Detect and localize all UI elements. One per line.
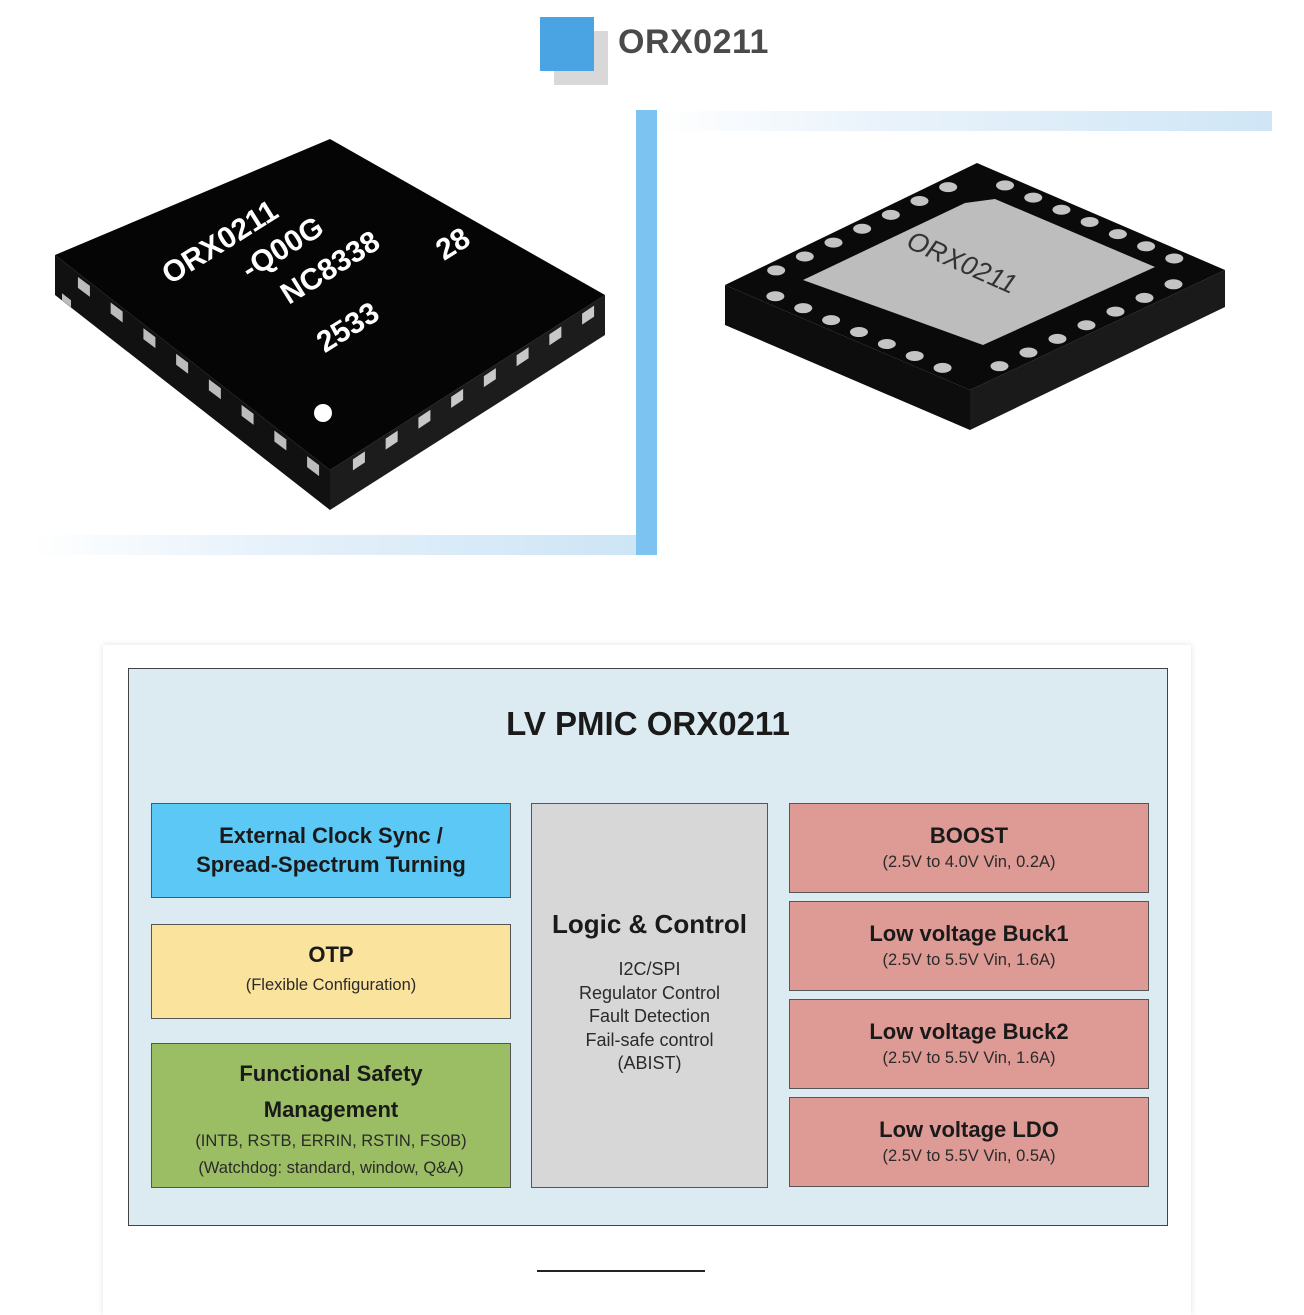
- page-header: ORX0211: [540, 17, 800, 87]
- frame-divider-vertical: [636, 110, 657, 555]
- chip-pad: [1137, 241, 1156, 252]
- chip-pin: [385, 430, 398, 450]
- diagram-title: LV PMIC ORX0211: [506, 705, 790, 742]
- chip-pad: [1077, 320, 1096, 331]
- otp-sub: (Flexible Configuration): [245, 976, 417, 994]
- block-diagram: LV PMIC ORX0211 External Clock Sync / Sp…: [128, 668, 1168, 1226]
- buck2-sub: (2.5V to 5.5V Vin, 1.6A): [882, 1049, 1056, 1067]
- chip-pad: [881, 209, 900, 220]
- frame-bar-top: [657, 111, 1272, 131]
- block-functional-safety: Functional Safety Management (INTB, RSTB…: [151, 1043, 511, 1188]
- chip-pad: [990, 361, 1009, 372]
- chip-pad: [1048, 333, 1067, 344]
- logic-item: Fail-safe control: [585, 1029, 714, 1050]
- chip-pad: [877, 338, 896, 349]
- chip-pin: [418, 409, 431, 429]
- divider-line: [537, 1270, 705, 1272]
- chip-pad: [822, 315, 841, 326]
- logic-title: Logic & Control: [552, 909, 747, 939]
- safety-line1: Functional Safety: [239, 1061, 423, 1086]
- chip-pin: [110, 302, 123, 323]
- chip-pin: [208, 379, 221, 400]
- chip-pin: [274, 430, 287, 451]
- ldo-title: Low voltage LDO: [879, 1117, 1059, 1142]
- boost-sub: (2.5V to 4.0V Vin, 0.2A): [882, 853, 1056, 871]
- block-logic-control: Logic & Control I2C/SPI Regulator Contro…: [531, 803, 768, 1188]
- block-otp: OTP (Flexible Configuration): [151, 924, 511, 1019]
- block-clock-sync: External Clock Sync / Spread-Spectrum Tu…: [151, 803, 511, 898]
- clock-line1: External Clock Sync /: [219, 823, 443, 848]
- chip-pad: [1108, 229, 1127, 240]
- chip-pad: [1164, 279, 1183, 290]
- logic-item: Fault Detection: [588, 1006, 711, 1026]
- chip-pin: [143, 328, 156, 349]
- boost-title: BOOST: [929, 823, 1009, 848]
- safety-sub1: (INTB, RSTB, ERRIN, RSTIN, FS0B): [195, 1132, 467, 1150]
- block-buck1: Low voltage Buck1 (2.5V to 5.5V Vin, 1.6…: [789, 901, 1149, 991]
- chip-pin: [582, 305, 595, 325]
- chip-pin: [549, 326, 562, 346]
- logic-item: I2C/SPI: [618, 959, 681, 979]
- chip-pin: [352, 451, 365, 471]
- chip-pin: [176, 353, 189, 374]
- pin1-dot: [314, 404, 332, 422]
- buck1-title: Low voltage Buck1: [869, 921, 1069, 946]
- chip-pad: [766, 291, 785, 302]
- chip-pad: [849, 327, 868, 338]
- chip-pin: [307, 456, 320, 477]
- block-buck2: Low voltage Buck2 (2.5V to 5.5V Vin, 1.6…: [789, 999, 1149, 1089]
- chip-pad: [795, 251, 814, 262]
- logic-item: Regulator Control: [578, 982, 721, 1003]
- clock-line2: Spread-Spectrum Turning: [196, 852, 466, 877]
- chip-pad: [794, 303, 813, 314]
- chip-pad: [1165, 253, 1184, 264]
- block-ldo: Low voltage LDO (2.5V to 5.5V Vin, 0.5A): [789, 1097, 1149, 1187]
- chip-pad: [1024, 192, 1043, 203]
- buck1-sub: (2.5V to 5.5V Vin, 1.6A): [882, 951, 1056, 969]
- chip-pin: [241, 404, 254, 425]
- chip-pad: [1080, 216, 1099, 227]
- chip-pin: [483, 368, 496, 388]
- chip-top-photo: ORX0211 -Q00G NC8338 2533 28: [55, 139, 605, 510]
- page-title: ORX0211: [618, 23, 769, 61]
- chip-pad: [933, 362, 952, 373]
- chip-pad: [1106, 306, 1125, 317]
- chip-pad: [996, 180, 1015, 191]
- chip-pin: [451, 388, 464, 408]
- chip-bottom-photo: ORX0211: [725, 163, 1225, 430]
- buck2-title: Low voltage Buck2: [869, 1019, 1069, 1044]
- chip-pad: [905, 350, 924, 361]
- chip-pad: [939, 182, 958, 193]
- logo-square-icon: [540, 17, 594, 71]
- chip-pad: [767, 265, 786, 276]
- chip-pad: [910, 196, 929, 207]
- ldo-sub: (2.5V to 5.5V Vin, 0.5A): [882, 1147, 1056, 1165]
- safety-line2: Management: [263, 1097, 399, 1122]
- safety-sub2: (Watchdog: standard, window, Q&A): [198, 1159, 464, 1177]
- chip-pad: [824, 237, 843, 248]
- chip-pad: [1019, 347, 1038, 358]
- chip-pad: [1052, 204, 1071, 215]
- chip-pin: [516, 347, 529, 367]
- chip-pad: [853, 223, 872, 234]
- logic-item: (ABIST): [617, 1053, 682, 1073]
- chip-pin: [77, 276, 90, 297]
- block-boost: BOOST (2.5V to 4.0V Vin, 0.2A): [789, 803, 1149, 893]
- frame-bar-bottom: [30, 535, 636, 555]
- chip-pad: [1135, 292, 1154, 303]
- otp-title: OTP: [308, 942, 354, 967]
